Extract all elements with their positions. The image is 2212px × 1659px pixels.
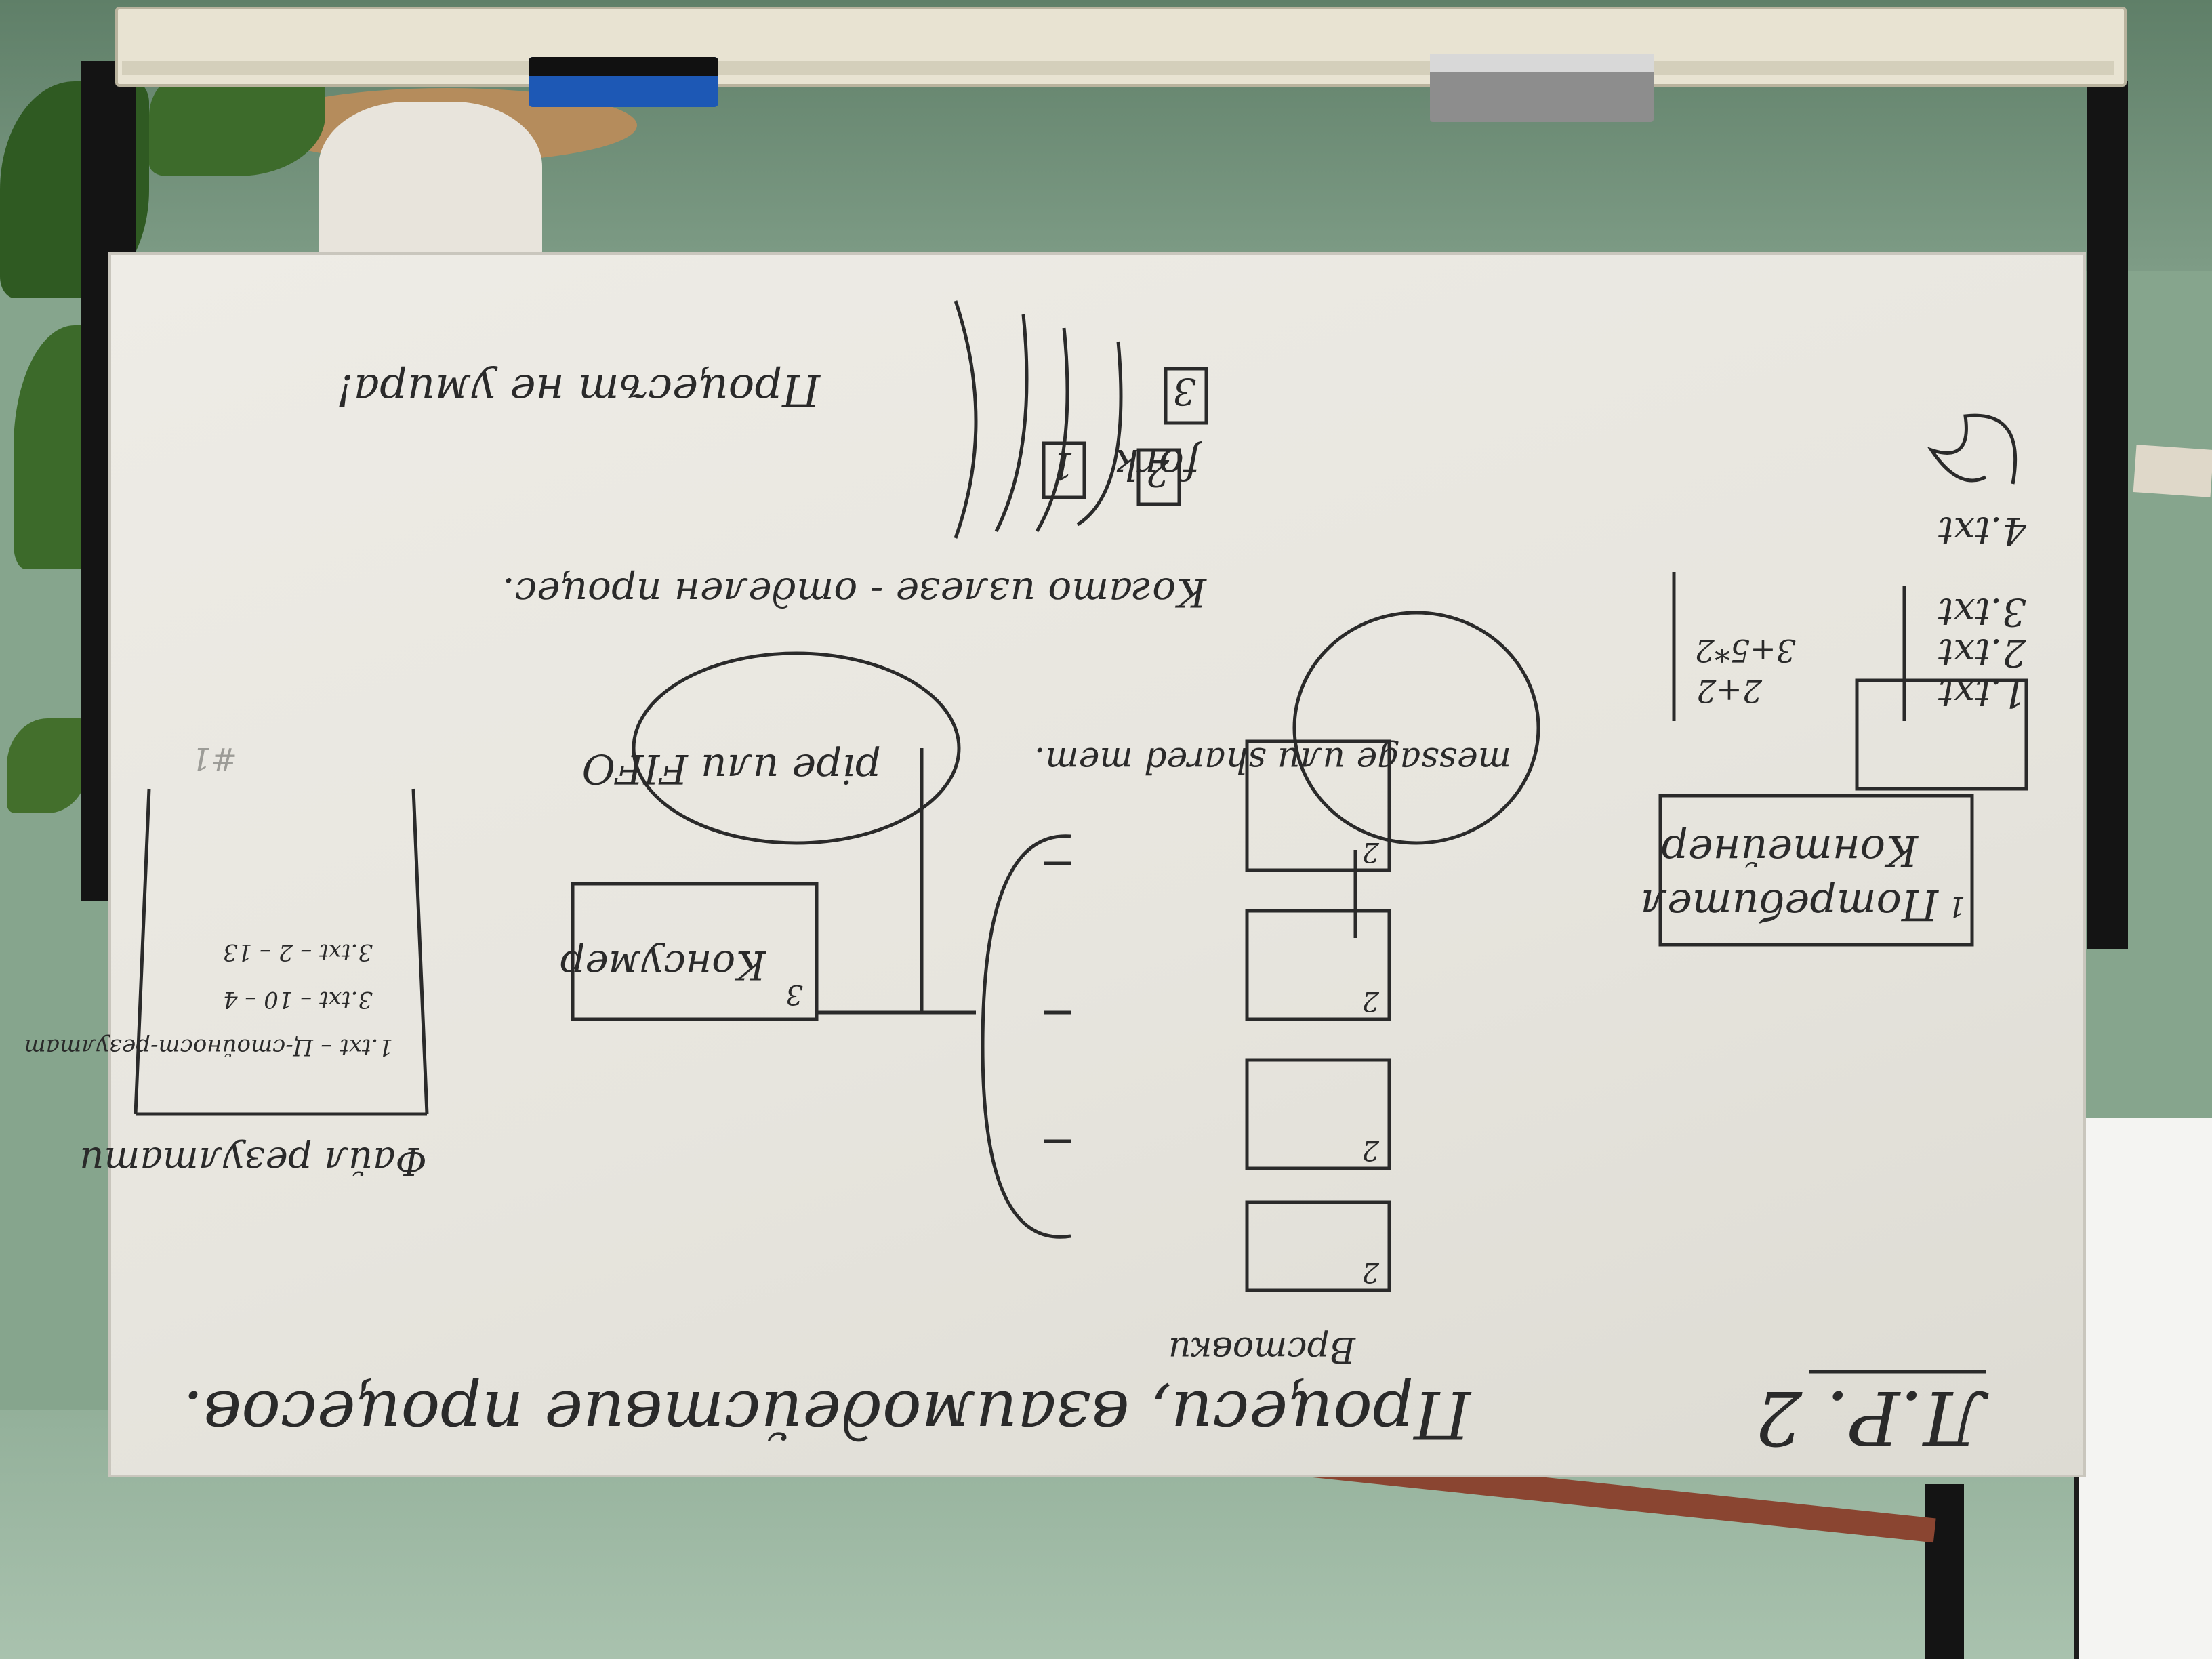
results-bucket: [134, 788, 429, 1116]
fork-num-box: [1164, 367, 1208, 425]
queue-box-num: 2: [1362, 985, 1380, 1017]
queue-box-num: 2: [1362, 1134, 1380, 1166]
fork-num-box: [1136, 448, 1181, 506]
fork-num: 3: [1173, 370, 1196, 413]
message-label: message или shared mem.: [1034, 739, 1511, 780]
container-label: Контейнер: [1661, 826, 1919, 876]
queue-box: [1245, 909, 1391, 1021]
file-row: 3.txt: [1938, 590, 2026, 634]
results-label: Файл резултати: [79, 1139, 427, 1183]
fork-text: fork: [1113, 440, 1202, 489]
pipe-ellipse: [632, 651, 961, 845]
queue-box-num: 2: [1362, 1256, 1380, 1288]
pipe-label: pipe или FIFO: [582, 745, 881, 792]
results-line2: 3.txt – 10 – 4: [223, 986, 373, 1013]
consumer-box: [571, 882, 819, 1021]
fork-num: 2: [1146, 451, 1170, 494]
queue-bracket: [981, 834, 1071, 1239]
board-stand-right: [2087, 81, 2128, 949]
file-doc-box: [1855, 678, 2028, 791]
file-row: 1.txt: [1938, 671, 2026, 715]
queue-box: [1245, 1200, 1391, 1292]
corner-label: Л.Р. 2: [1755, 1374, 1989, 1461]
queue-box: [1245, 1058, 1391, 1170]
plant-pot: [319, 102, 542, 264]
process-end-text: Процесът не умира!: [336, 365, 821, 415]
kill-text: Когато излезе - отделен процес.: [502, 569, 1207, 615]
results-line1: 1.txt – Ц-стойност-резултат: [24, 1033, 393, 1061]
expr-row: 3+5*2: [1695, 632, 1796, 669]
queue-box: [1245, 739, 1391, 872]
board-stand-foot: [1925, 1484, 1964, 1659]
producer-label: Потребител: [1641, 880, 1939, 930]
queue-box-num: 2: [1362, 836, 1380, 867]
whiteboard: [108, 252, 2086, 1477]
message-ellipse: [1292, 611, 1540, 845]
producer-number: 1: [1948, 890, 1965, 922]
producer-box: [1658, 794, 1974, 947]
extra-file: 4.txt: [1938, 508, 2027, 552]
grey-eraser-top: [1430, 54, 1654, 72]
file-row: 2.txt: [1938, 630, 2027, 674]
board-title: Процеси, взаимодействие процесов.: [183, 1376, 1472, 1452]
plant-leaf: [7, 718, 88, 813]
doodle: [1927, 413, 2018, 485]
consumer-number: 3: [786, 979, 803, 1010]
consumer-label: Консумер: [560, 942, 766, 988]
blue-eraser-top: [529, 57, 718, 76]
fork-brackets: [954, 300, 1123, 539]
expr-row: 2+2: [1696, 673, 1763, 710]
scribble-num: #1: [191, 741, 237, 777]
results-line3: 3.txt – 2 – 13: [223, 939, 373, 966]
queue-label: Врстовки: [1168, 1329, 1356, 1370]
